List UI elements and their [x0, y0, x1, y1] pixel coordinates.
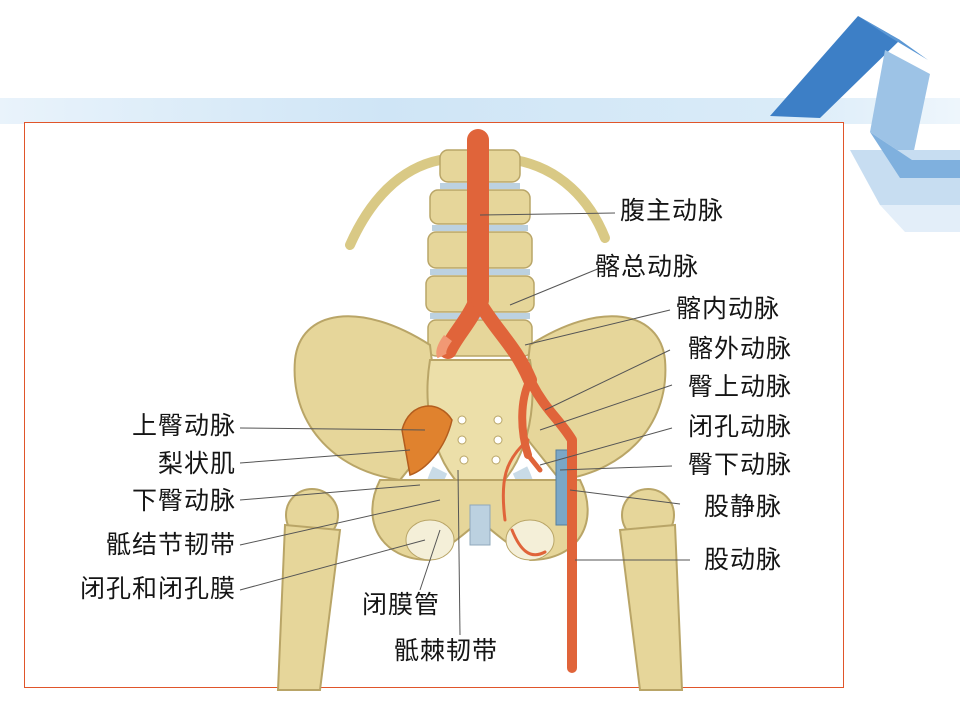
arterial-tree — [439, 129, 577, 673]
label-sacrospinous-ligament: 骶棘韧带 — [394, 636, 499, 665]
label-obturator-canal: 闭膜管 — [362, 590, 441, 619]
label-femoral-artery: 股动脉 — [704, 545, 783, 574]
label-abdominal-aorta: 腹主动脉 — [620, 196, 725, 225]
label-superior-gluteal-artery-left: 上臀动脉 — [131, 411, 236, 440]
label-piriformis: 梨状肌 — [157, 449, 236, 478]
label-inferior-gluteal-artery-right: 臀下动脉 — [688, 450, 793, 479]
left-iliac-wing — [518, 315, 667, 482]
label-obturator-artery: 闭孔动脉 — [688, 412, 793, 441]
label-superior-gluteal-artery-right: 臀上动脉 — [688, 372, 793, 401]
right-femur — [276, 523, 342, 691]
label-sacrotuberous-ligament: 骶结节韧带 — [105, 530, 236, 559]
label-external-iliac-artery: 髂外动脉 — [688, 334, 793, 363]
label-obturator-foramen-membrane: 闭孔和闭孔膜 — [79, 574, 236, 603]
label-femoral-vein: 股静脉 — [704, 492, 783, 521]
blue-ribbon-decoration — [770, 16, 960, 232]
label-internal-iliac-artery: 髂内动脉 — [676, 294, 781, 323]
left-femur — [618, 523, 684, 691]
label-common-iliac-artery: 髂总动脉 — [595, 252, 700, 281]
label-inferior-gluteal-artery-left: 下臀动脉 — [131, 486, 236, 515]
piriformis-muscle — [401, 405, 453, 476]
